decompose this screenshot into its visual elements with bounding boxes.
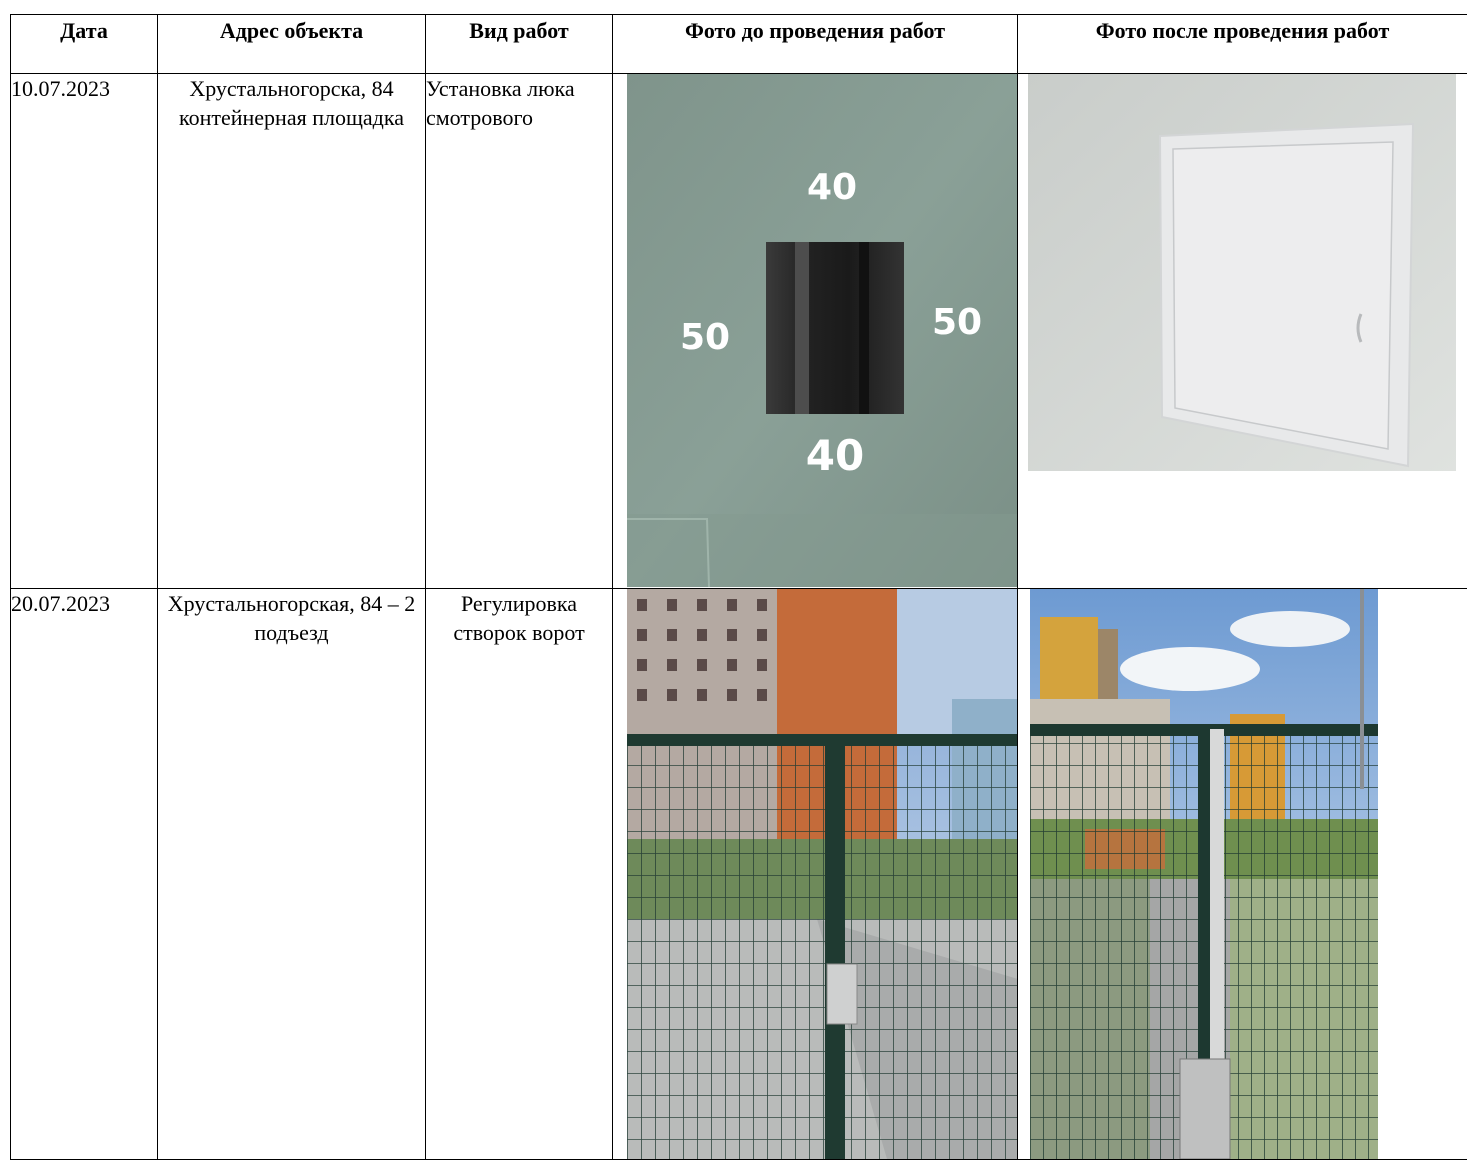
row-address: Хрустальногорская, 84 – 2 подъезд xyxy=(157,588,426,1160)
row-work-type: Установка люка смотрового xyxy=(425,73,613,589)
table-row: 20.07.2023 Хрустальногорская, 84 – 2 под… xyxy=(10,588,1467,1160)
measure-left: 50 xyxy=(680,317,730,358)
header-address: Адрес объекта xyxy=(157,14,426,74)
table-header-row: Дата Адрес объекта Вид работ Фото до про… xyxy=(10,14,1467,74)
photo-before-gate xyxy=(612,588,1018,1160)
measure-bottom: 40 xyxy=(806,431,864,480)
header-photo-after: Фото после проведения работ xyxy=(1017,14,1467,74)
row-work-type: Регулировка створок ворот xyxy=(425,588,613,1160)
table-row: 10.07.2023 Хрустальногорска, 84 контейне… xyxy=(10,73,1467,589)
photo-after-gate xyxy=(1017,588,1467,1160)
row-date: 10.07.2023 xyxy=(10,73,158,589)
works-report-table: Дата Адрес объекта Вид работ Фото до про… xyxy=(10,14,1467,1160)
photo-after-hatch xyxy=(1017,73,1467,589)
header-work-type: Вид работ xyxy=(425,14,613,74)
header-date: Дата xyxy=(10,14,158,74)
row-date: 20.07.2023 xyxy=(10,588,158,1160)
photo-before-hatch: 40 50 50 40 xyxy=(612,73,1018,589)
measure-top: 40 xyxy=(807,167,857,208)
measure-right: 50 xyxy=(932,302,982,343)
row-address: Хрустальногорска, 84 контейнерная площад… xyxy=(157,73,426,589)
header-photo-before: Фото до проведения работ xyxy=(612,14,1018,74)
